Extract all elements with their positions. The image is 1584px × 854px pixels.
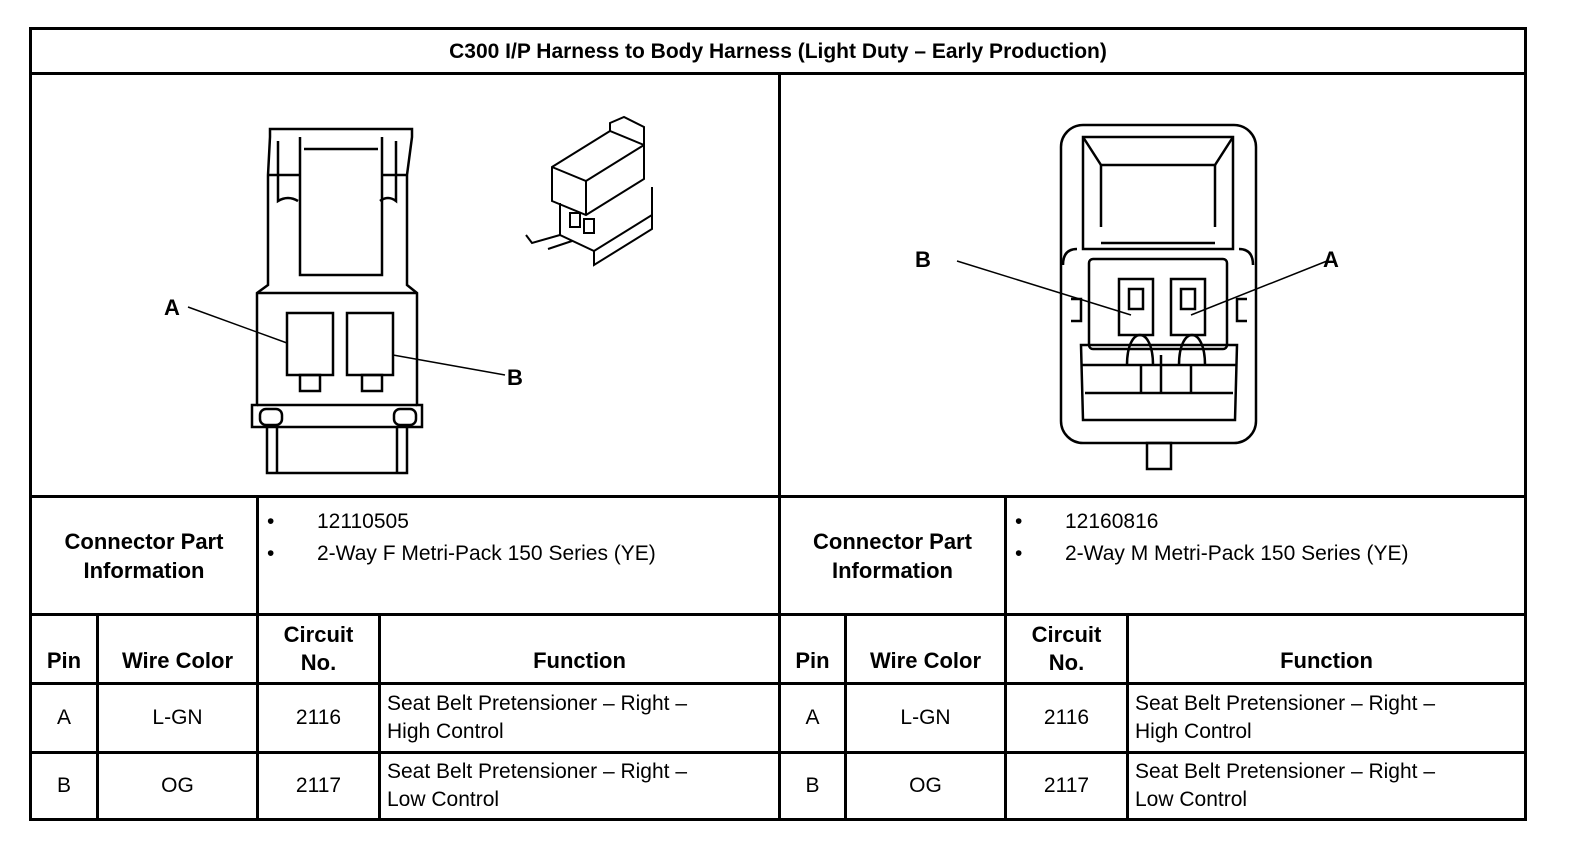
table-row-pin: B xyxy=(805,774,820,797)
wire-color-header: Wire Color xyxy=(869,648,982,673)
wire-color-header: Wire Color xyxy=(121,648,234,673)
table-row-wire-color: OG xyxy=(909,774,942,797)
table-row-wire-color: OG xyxy=(161,774,194,797)
female-connector-drawing: A B xyxy=(164,115,653,475)
connector-sheet: C300 I/P Harness to Body Harness (Light … xyxy=(29,27,1527,821)
table-row-pin: B xyxy=(56,774,71,797)
table-row-wire-color: L-GN xyxy=(900,706,951,729)
table-row-function: Seat Belt Pretensioner – Right –Low Cont… xyxy=(387,760,688,811)
table-row-circuit: 2117 xyxy=(295,774,342,797)
circuit-number-header: Circuit No. xyxy=(283,622,354,675)
isometric-view-icon xyxy=(525,115,653,267)
divider xyxy=(96,613,99,818)
table-row-circuit: 2117 xyxy=(1043,774,1090,797)
divider xyxy=(1126,613,1129,818)
function-header: Function xyxy=(1280,648,1373,673)
part-number: 12110505 xyxy=(259,506,778,538)
table-row-pin: A xyxy=(56,706,71,729)
divider xyxy=(1004,495,1007,818)
connector-part-info-label: Connector Part Information xyxy=(813,528,972,583)
connector-description: 2-Way F Metri-Pack 150 Series (YE) xyxy=(259,538,778,570)
divider xyxy=(844,613,847,818)
male-connector-drawing: B A xyxy=(915,123,1339,471)
connector-part-info-label: Connector Part Information xyxy=(64,528,224,583)
pin-a-label: A xyxy=(164,295,180,320)
table-row-pin: A xyxy=(805,706,820,729)
connector-description: 2-Way M Metri-Pack 150 Series (YE) xyxy=(1007,538,1524,570)
divider xyxy=(778,72,781,818)
pin-b-label: B xyxy=(507,365,523,390)
pin-b-label: B xyxy=(915,247,931,272)
table-row-circuit: 2116 xyxy=(1043,706,1090,729)
table-row-function: Seat Belt Pretensioner – Right –High Con… xyxy=(387,692,688,743)
sheet-title: C300 I/P Harness to Body Harness (Light … xyxy=(449,39,1107,63)
connector-part-info-list: 12110505 2-Way F Metri-Pack 150 Series (… xyxy=(259,506,778,570)
part-number: 12160816 xyxy=(1007,506,1524,538)
divider xyxy=(256,495,259,818)
divider xyxy=(378,613,381,818)
pin-header: Pin xyxy=(795,648,830,673)
pin-header: Pin xyxy=(46,648,82,673)
pin-a-label: A xyxy=(1323,247,1339,272)
table-row-circuit: 2116 xyxy=(295,706,342,729)
table-row-wire-color: L-GN xyxy=(152,706,203,729)
circuit-number-header: Circuit No. xyxy=(1031,622,1102,675)
connector-part-info-list: 12160816 2-Way M Metri-Pack 150 Series (… xyxy=(1007,506,1524,570)
table-row-function: Seat Belt Pretensioner – Right –Low Cont… xyxy=(1135,760,1436,811)
function-header: Function xyxy=(533,648,626,673)
table-row-function: Seat Belt Pretensioner – Right –High Con… xyxy=(1135,692,1436,743)
